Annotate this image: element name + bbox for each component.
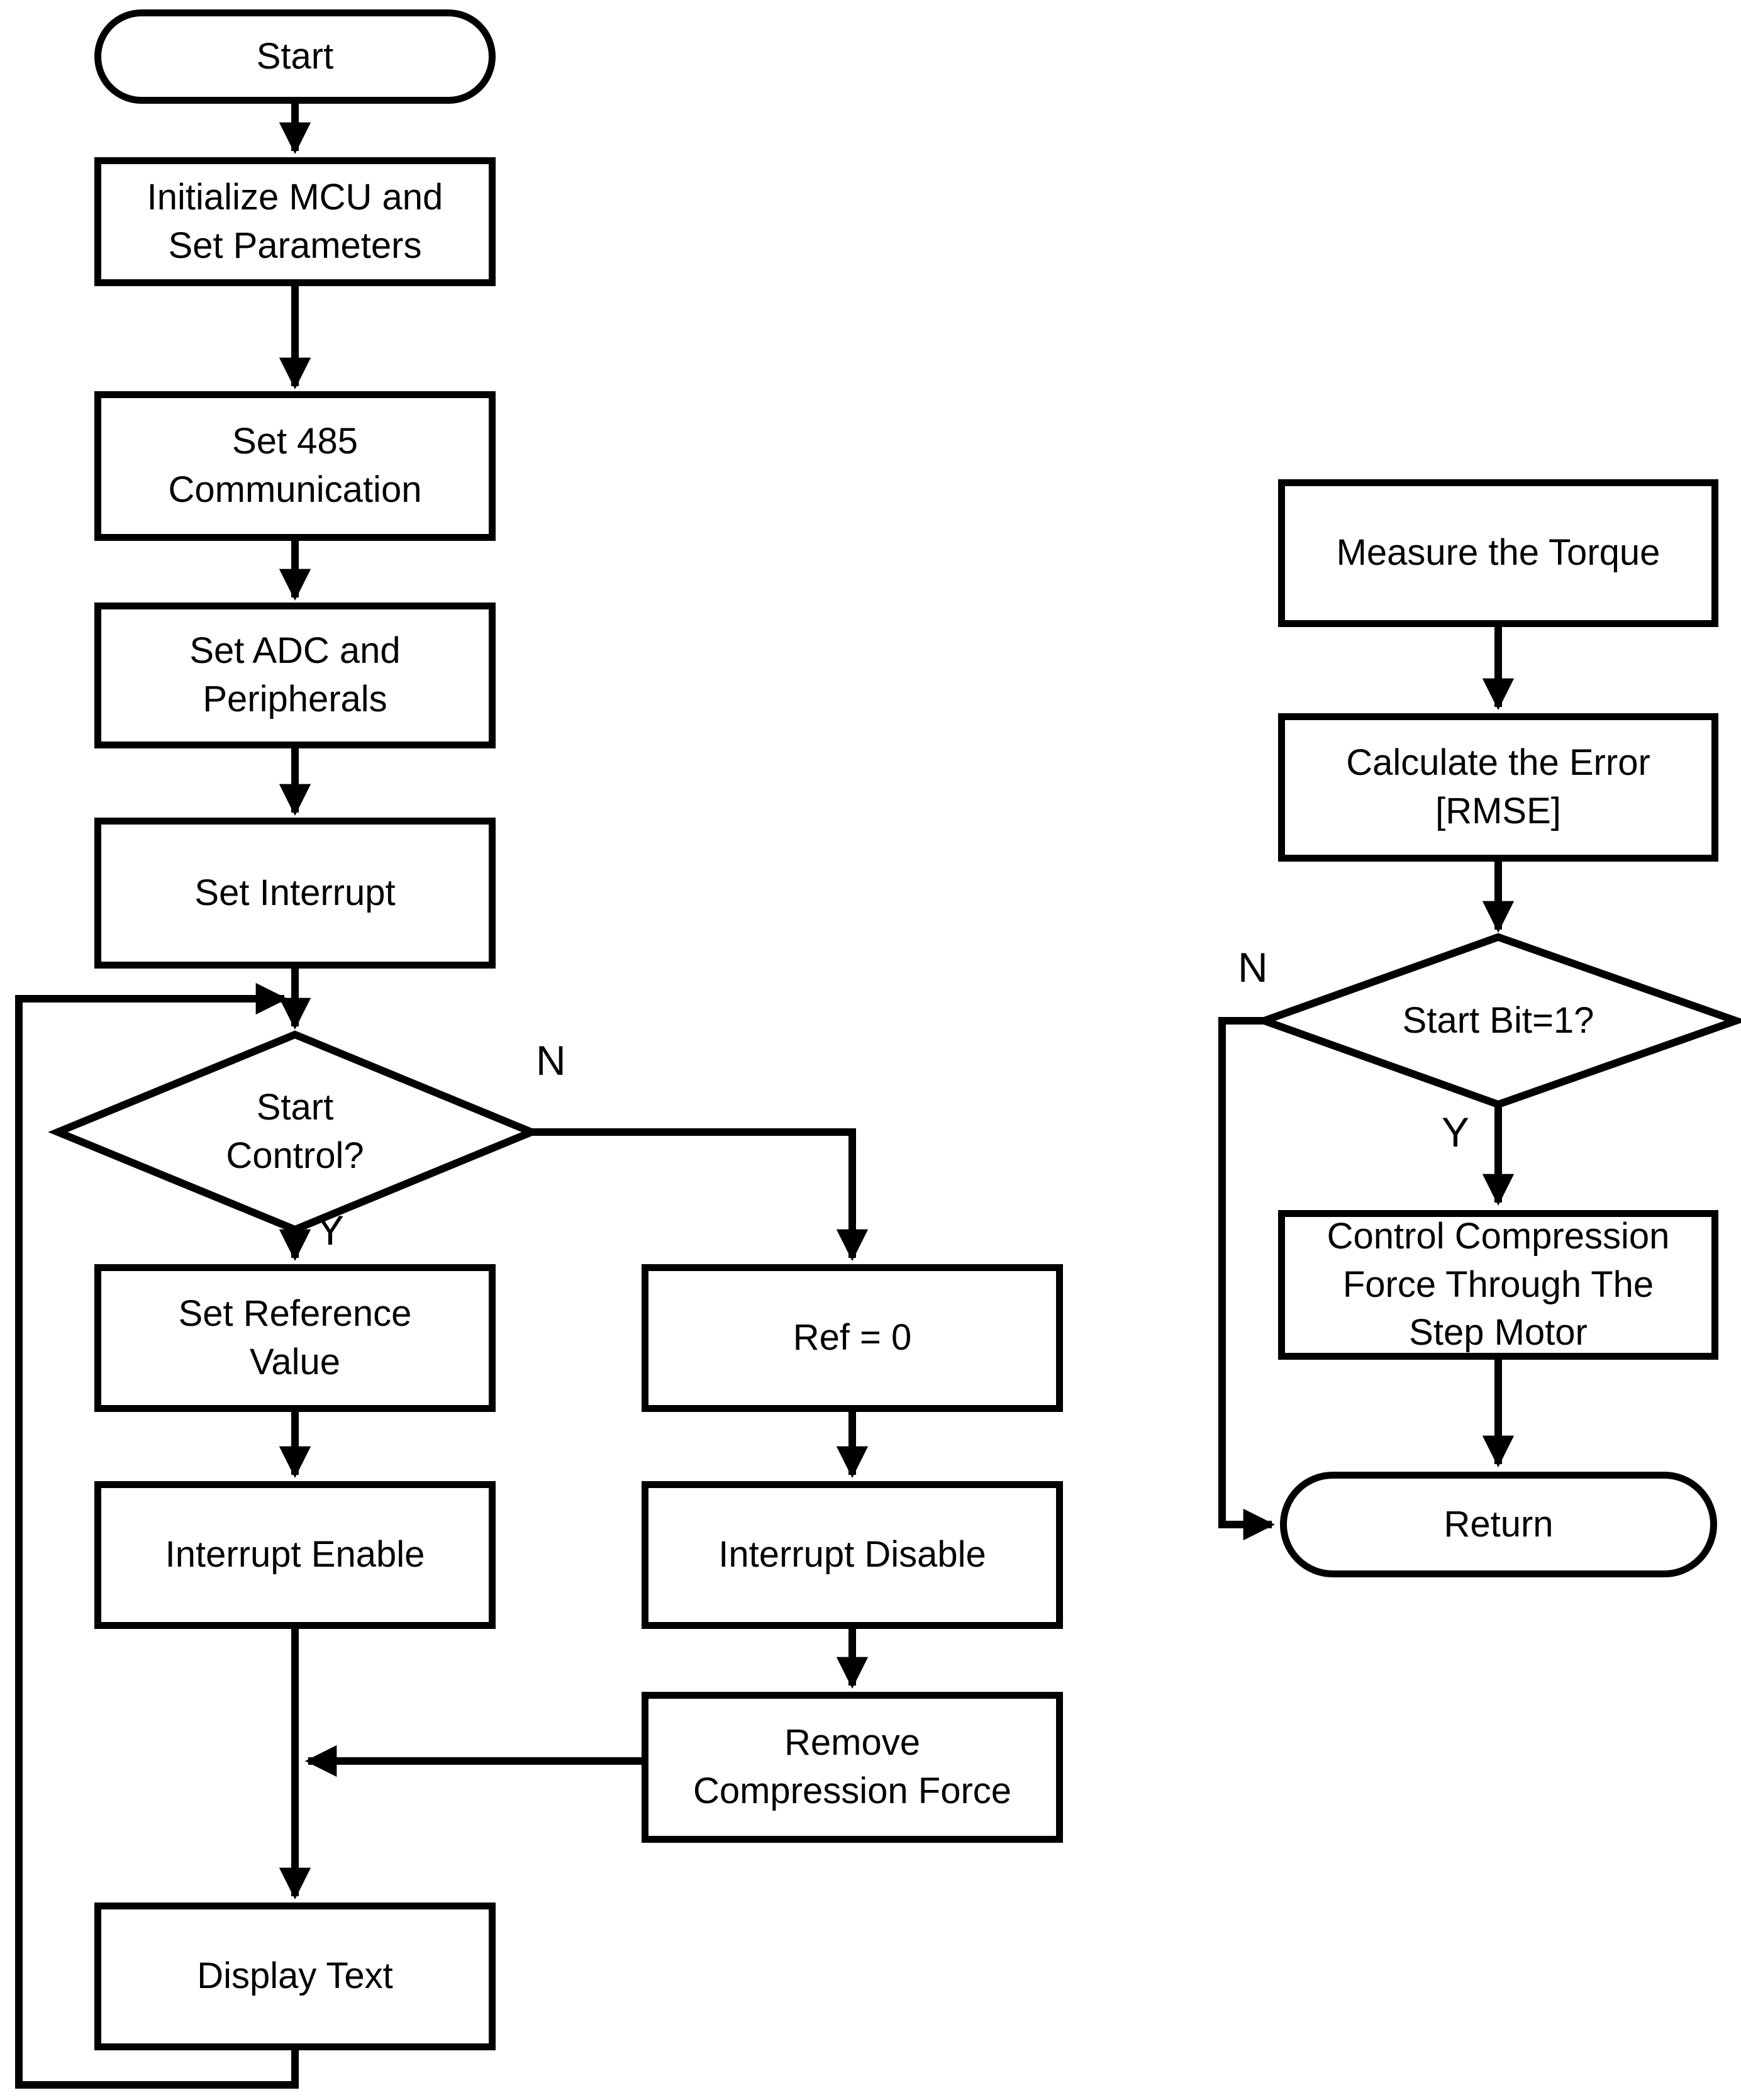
process-control-compression-force: Control Compression Force Through The St… (1278, 1210, 1718, 1360)
decision-start-bit-shape (1253, 933, 1741, 1109)
process-remove-compression-force-label: Remove Compression Force (693, 1722, 1012, 1811)
edge-no-to-ref0 (531, 1128, 869, 1262)
process-set-reference-value-label: Set Reference Value (178, 1292, 412, 1382)
branch-label-start-control-yes: Y (316, 1207, 345, 1253)
process-remove-compression-force: Remove Compression Force (642, 1692, 1063, 1843)
process-set-interrupt: Set Interrupt (94, 818, 496, 969)
process-calculate-error: Calculate the Error [RMSE] (1278, 713, 1718, 862)
process-set-485-communication: Set 485 Communication (94, 391, 496, 541)
process-measure-torque-label: Measure the Torque (1336, 532, 1660, 574)
process-interrupt-disable-label: Interrupt Disable (718, 1534, 986, 1575)
process-ref-zero-label: Ref = 0 (793, 1317, 912, 1358)
branch-label-start-bit-no: N (1238, 944, 1268, 991)
terminator-start: Start (94, 9, 496, 104)
branch-label-start-bit-yes: Y (1442, 1109, 1470, 1155)
process-calculate-error-label: Calculate the Error [RMSE] (1346, 742, 1650, 831)
decision-start-bit-label: Start Bit=1? (1402, 999, 1594, 1041)
terminator-return: Return (1280, 1472, 1717, 1577)
process-set-adc-peripherals-label: Set ADC and Peripherals (189, 630, 401, 719)
process-set-adc-peripherals: Set ADC and Peripherals (94, 603, 496, 748)
process-display-text-label: Display Text (197, 1955, 393, 1997)
process-interrupt-enable: Interrupt Enable (94, 1481, 496, 1629)
decision-start-control-label: Start Control? (226, 1087, 364, 1176)
terminator-return-label: Return (1443, 1503, 1554, 1545)
process-control-compression-force-label: Control Compression Force Through The St… (1327, 1216, 1670, 1353)
process-set-485-communication-label: Set 485 Communication (168, 421, 422, 510)
decision-start-control-shape (48, 1030, 542, 1234)
branch-label-start-control-no: N (536, 1037, 566, 1084)
process-interrupt-enable-label: Interrupt Enable (165, 1534, 425, 1575)
process-ref-zero: Ref = 0 (642, 1264, 1063, 1412)
process-measure-torque: Measure the Torque (1278, 479, 1718, 627)
process-display-text: Display Text (94, 1903, 496, 2050)
terminator-start-label: Start (256, 35, 334, 77)
loop-display-to-decision (15, 982, 299, 2089)
process-set-interrupt-label: Set Interrupt (194, 872, 396, 913)
edge-no-to-return (1218, 1017, 1276, 1541)
process-initialize-mcu-label: Initialize MCU and Set Parameters (147, 176, 443, 266)
process-interrupt-disable: Interrupt Disable (642, 1481, 1063, 1629)
process-set-reference-value: Set Reference Value (94, 1264, 496, 1412)
process-initialize-mcu: Initialize MCU and Set Parameters (94, 157, 496, 286)
